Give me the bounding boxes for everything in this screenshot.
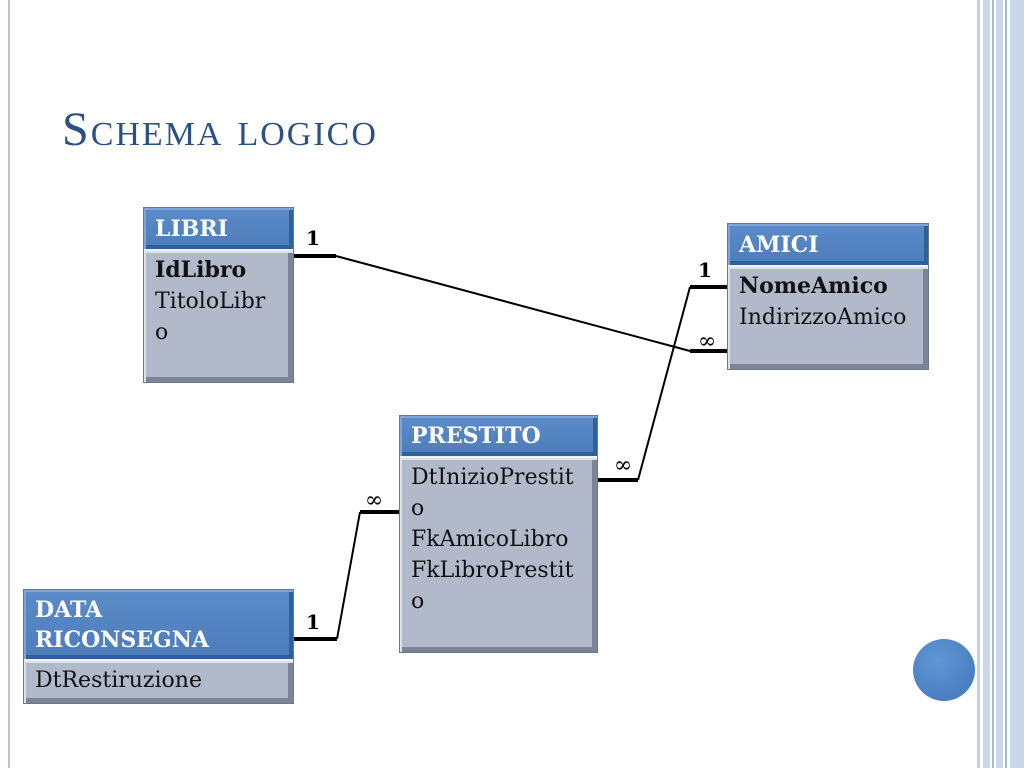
table-prestito-field: FkAmicoLibro — [411, 527, 569, 552]
table-amici-fields: NomeAmico IndirizzoAmico — [728, 267, 928, 369]
relationship-libri-amici: 1 ∞ — [294, 226, 727, 354]
table-prestito-name: PRESTITO — [411, 423, 541, 449]
table-libri-field: TitoloLibro — [155, 289, 266, 345]
table-amici-field: IndirizzoAmico — [739, 305, 907, 330]
right-border-stripe — [1005, 0, 1007, 768]
connector-line — [336, 511, 361, 640]
table-libri-field: IdLibro — [155, 257, 247, 283]
table-prestito: PRESTITO DtInizioPrestito FkAmicoLibro F… — [399, 415, 598, 653]
table-amici-header: AMICI — [728, 224, 928, 267]
table-data-riconsegna: DATA RICONSEGNA DtRestiruzione — [23, 589, 294, 704]
left-border-line — [8, 0, 10, 768]
table-amici-field: NomeAmico — [739, 273, 888, 299]
table-data-riconsegna-fields: DtRestiruzione — [24, 661, 293, 703]
table-amici-name: AMICI — [739, 231, 819, 258]
table-prestito-fields: DtInizioPrestito FkAmicoLibro FkLibroPre… — [400, 458, 597, 652]
table-data-riconsegna-header: DATA RICONSEGNA — [24, 590, 293, 661]
table-libri: LIBRI IdLibro TitoloLibro — [143, 207, 294, 383]
table-data-riconsegna-field: DtRestiruzione — [35, 668, 202, 693]
table-libri-fields: IdLibro TitoloLibro — [144, 251, 293, 382]
table-libri-name: LIBRI — [155, 215, 228, 242]
table-amici: AMICI NomeAmico IndirizzoAmico — [727, 223, 929, 370]
relationship-amici-prestito: 1 ∞ — [598, 258, 727, 482]
right-border-stripe — [1010, 0, 1024, 768]
relationship-data-riconsegna-prestito: 1 ∞ — [294, 488, 399, 641]
right-border-stripe — [992, 0, 994, 768]
cardinality-label-data-riconsegna: 1 — [306, 610, 320, 634]
connector-line — [637, 286, 691, 481]
right-border-stripe — [977, 0, 980, 768]
table-data-riconsegna-name: DATA RICONSEGNA — [35, 596, 209, 653]
table-libri-header: LIBRI — [144, 208, 293, 251]
cardinality-label-prestito: ∞ — [614, 453, 632, 478]
table-prestito-field: DtInizioPrestito — [411, 465, 574, 521]
cardinality-label-amici: 1 — [698, 258, 712, 282]
table-prestito-field: FkLibroPrestito — [411, 558, 574, 614]
table-prestito-header: PRESTITO — [400, 416, 597, 458]
cardinality-label-libri: 1 — [306, 226, 320, 250]
cardinality-label-prestito: ∞ — [365, 488, 383, 513]
right-border-stripe — [996, 0, 1003, 768]
right-border-stripe — [983, 0, 990, 768]
slide-title: Schema logico — [62, 103, 378, 156]
cardinality-label-amici: ∞ — [698, 329, 716, 354]
connector-line — [335, 255, 691, 352]
accent-circle — [913, 639, 975, 701]
